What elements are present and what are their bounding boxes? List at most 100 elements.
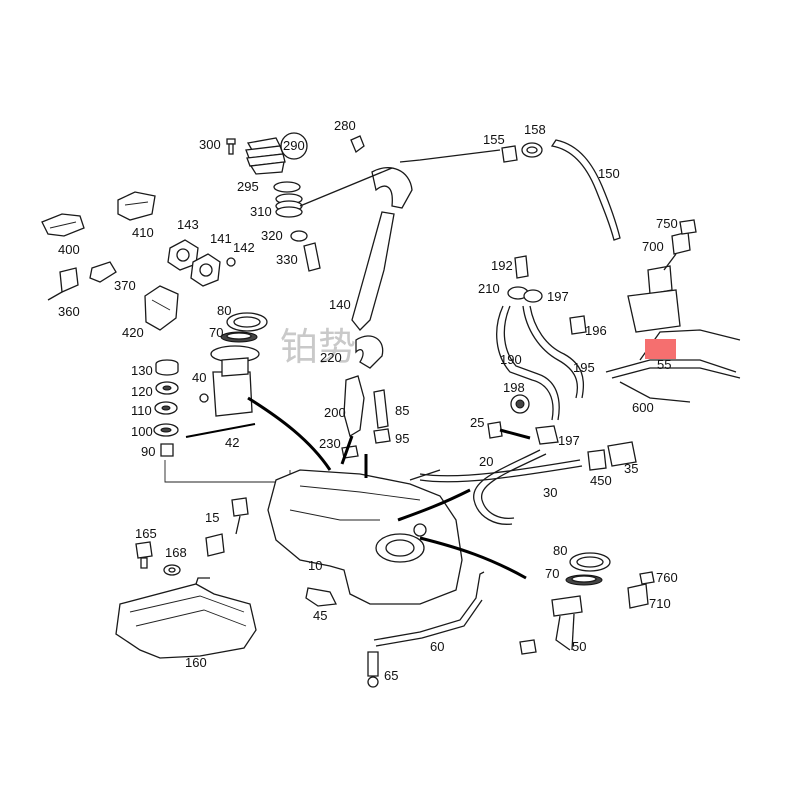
part-410-bracket (117, 191, 156, 221)
callout-210: 210 (478, 281, 500, 296)
callout-295: 295 (237, 179, 259, 194)
callout-750: 750 (656, 216, 678, 231)
callout-410: 410 (132, 225, 154, 240)
part-290-bellows (245, 132, 308, 175)
part-192-tube (514, 255, 529, 279)
part-190-fuel-line (496, 305, 585, 421)
callout-130: 130 (131, 363, 153, 378)
callout-110: 110 (131, 403, 152, 418)
callout-196: 196 (585, 323, 607, 338)
callout-143: 143 (177, 217, 199, 232)
part-165-bolt (135, 541, 153, 569)
callout-85: 85 (395, 403, 409, 418)
part-760-connector (639, 571, 655, 585)
callout-700: 700 (642, 239, 664, 254)
part-45-connector (305, 587, 337, 607)
callout-80-upper: 80 (217, 303, 231, 318)
callout-25: 25 (470, 415, 484, 430)
callout-80-lower: 80 (553, 543, 567, 558)
callout-600: 600 (632, 400, 654, 415)
part-197-clamp-lower (535, 425, 559, 445)
part-50-level-sender (519, 595, 583, 655)
callout-60: 60 (430, 639, 444, 654)
callout-360: 360 (58, 304, 80, 319)
part-196-cap (569, 315, 587, 335)
callout-142: 142 (233, 240, 255, 255)
callout-30: 30 (543, 485, 557, 500)
callout-195: 195 (573, 360, 595, 375)
part-160-heat-shield (115, 577, 257, 659)
callout-198: 198 (503, 380, 525, 395)
callout-290: 290 (283, 138, 305, 153)
part-60-strap-inner (375, 599, 483, 647)
part-15-sensor (205, 497, 249, 557)
callout-35: 35 (624, 461, 638, 476)
callout-100: 100 (131, 424, 153, 439)
callout-20: 20 (479, 454, 493, 469)
part-55-highlight (645, 339, 676, 359)
callout-168: 168 (165, 545, 187, 560)
bracket-90-10 (164, 460, 291, 483)
callout-90: 90 (141, 444, 155, 459)
part-80-locking-ring-upper (226, 312, 268, 332)
part-85-tube (373, 389, 389, 429)
part-42-line (185, 423, 256, 438)
part-450-clamp (587, 449, 607, 471)
callout-330: 330 (276, 252, 298, 267)
callout-15: 15 (205, 510, 219, 525)
part-70-seal-upper (220, 331, 258, 343)
part-90-grommet (160, 443, 174, 457)
part-155-sleeve (501, 145, 518, 163)
callout-450: 450 (590, 473, 612, 488)
part-400-clip (41, 213, 85, 237)
callout-310: 310 (250, 204, 272, 219)
callout-230: 230 (319, 436, 341, 451)
part-420-cover (144, 285, 179, 331)
part-140-filler-neck (299, 149, 501, 331)
callout-710: 710 (649, 596, 671, 611)
part-320-washer (290, 230, 308, 242)
callout-50: 50 (572, 639, 586, 654)
part-280-clip (350, 135, 365, 154)
part-168-washer (163, 564, 181, 576)
part-40-fuel-pump-module (199, 345, 260, 417)
callout-197-upper: 197 (547, 289, 569, 304)
leader-20-to-tank (397, 488, 471, 522)
callout-220: 220 (320, 350, 342, 365)
part-65-bolt (367, 651, 379, 688)
watermark: 铂势 (280, 325, 356, 369)
part-200-hose (343, 375, 365, 437)
part-700-fuel-sender (627, 231, 691, 333)
callout-95: 95 (395, 431, 409, 446)
callout-197-lower: 197 (558, 433, 580, 448)
leader-25-to-197 (499, 428, 531, 440)
part-295-ring (273, 181, 301, 193)
part-198-grommet (510, 394, 530, 414)
part-220-hose (355, 335, 384, 369)
part-120-ring (155, 381, 179, 395)
part-60-strap (373, 571, 485, 641)
callout-42: 42 (225, 435, 239, 450)
callout-150: 150 (598, 166, 620, 181)
part-710-sensor (627, 583, 649, 609)
callout-190: 190 (500, 352, 522, 367)
part-158-clamp (521, 142, 543, 158)
part-30-fuel-line (419, 459, 583, 483)
part-70-seal-lower (565, 574, 603, 586)
part-330-sleeve (303, 242, 321, 272)
callout-280: 280 (334, 118, 356, 133)
callout-192: 192 (491, 258, 513, 273)
callout-165: 165 (135, 526, 157, 541)
callout-158: 158 (524, 122, 546, 137)
part-360-bracket (47, 267, 79, 301)
callout-55: 55 (657, 357, 671, 372)
part-20-fuel-line (473, 449, 547, 525)
part-100-ring (153, 423, 179, 437)
part-25-connector (487, 421, 503, 439)
part-141-plate (190, 253, 221, 287)
callout-70-upper: 70 (209, 325, 223, 340)
callout-420: 420 (122, 325, 144, 340)
callout-200: 200 (324, 405, 346, 420)
callout-45: 45 (313, 608, 327, 623)
callout-370: 370 (114, 278, 136, 293)
